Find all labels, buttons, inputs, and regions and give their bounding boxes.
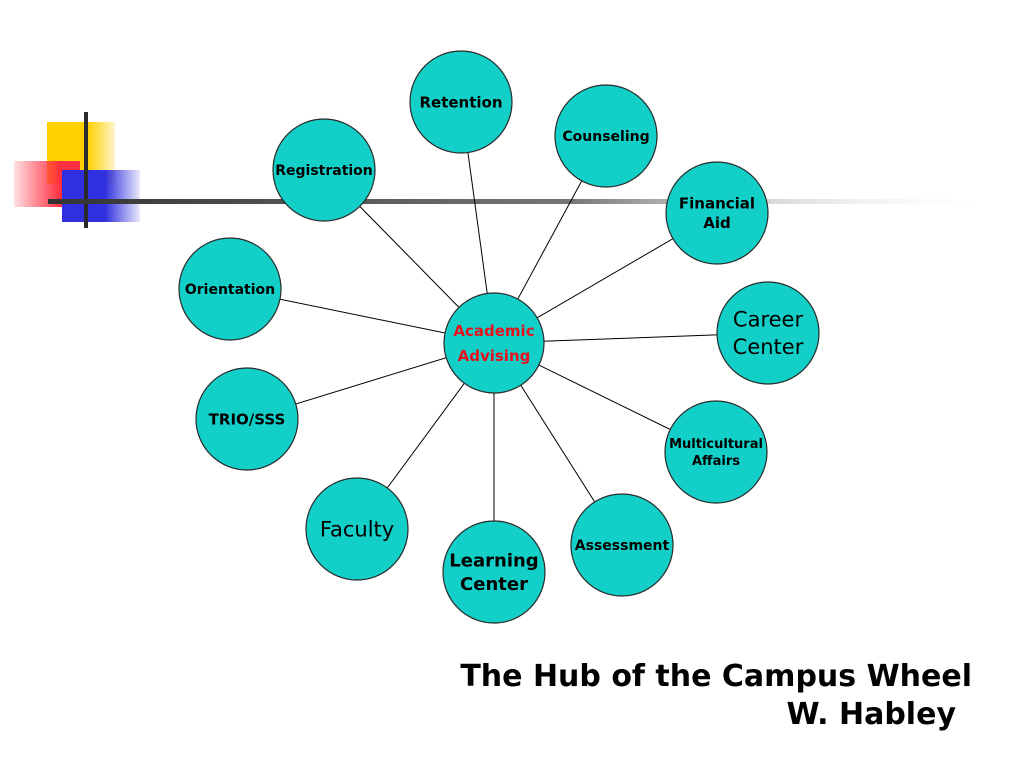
spoke-node-registration: Registration	[272, 118, 376, 222]
spoke-circle-career-center	[716, 281, 820, 385]
spoke-circle-financial-aid	[665, 161, 769, 265]
slide-caption: The Hub of the Campus Wheel W. Habley	[460, 658, 972, 734]
spoke-nodes: RetentionCounselingFinancialAidCareerCen…	[178, 50, 820, 624]
spoke-node-assessment: Assessment	[570, 493, 674, 597]
spoke-label-learning-center-line2: Center	[460, 574, 528, 595]
spoke-node-counseling: Counseling	[554, 84, 658, 188]
hub-label-line1: Academic	[453, 322, 534, 340]
spoke-label-counseling-line1: Counseling	[562, 129, 649, 145]
spoke-label-multicultural-affairs-line1: Multicultural	[669, 437, 763, 452]
caption-author: W. Habley	[786, 697, 957, 732]
spoke-label-financial-aid-line2: Aid	[703, 214, 731, 232]
spoke-circle-assessment	[570, 493, 674, 597]
spoke-circle-registration	[272, 118, 376, 222]
spoke-circle-trio-sss	[195, 367, 299, 471]
hub-node: Academic Advising	[443, 292, 545, 394]
spoke-node-orientation: Orientation	[178, 237, 282, 341]
spoke-label-faculty-line1: Faculty	[320, 517, 394, 541]
spoke-label-trio-sss-line1: TRIO/SSS	[209, 410, 286, 428]
deco-horizontal-rule	[48, 199, 1000, 204]
spoke-node-trio-sss: TRIO/SSS	[195, 367, 299, 471]
hub-circle	[443, 292, 545, 394]
spoke-circle-retention	[409, 50, 513, 154]
spoke-node-retention: Retention	[409, 50, 513, 154]
hub-label-line2: Advising	[458, 347, 531, 365]
spoke-circle-counseling	[554, 84, 658, 188]
spoke-label-registration-line1: Registration	[275, 163, 373, 179]
spoke-label-assessment-line1: Assessment	[575, 538, 670, 554]
spoke-circle-multicultural-affairs	[664, 400, 768, 504]
spoke-label-financial-aid-line1: Financial	[679, 195, 755, 213]
caption-title: The Hub of the Campus Wheel	[460, 659, 972, 694]
spoke-label-multicultural-affairs-line2: Affairs	[692, 454, 740, 469]
deco-blue-square	[62, 170, 140, 222]
spoke-label-career-center-line2: Center	[733, 335, 804, 359]
spoke-circle-orientation	[178, 237, 282, 341]
spoke-circle-faculty	[305, 477, 409, 581]
spoke-node-faculty: Faculty	[305, 477, 409, 581]
spoke-label-career-center-line1: Career	[733, 308, 804, 332]
deco-vertical-rule	[84, 112, 88, 228]
spoke-label-retention-line1: Retention	[419, 93, 502, 111]
corner-decoration	[14, 112, 1000, 228]
spoke-label-orientation-line1: Orientation	[185, 282, 275, 298]
spoke-circle-learning-center	[442, 520, 546, 624]
spoke-label-learning-center-line1: Learning	[449, 551, 538, 572]
